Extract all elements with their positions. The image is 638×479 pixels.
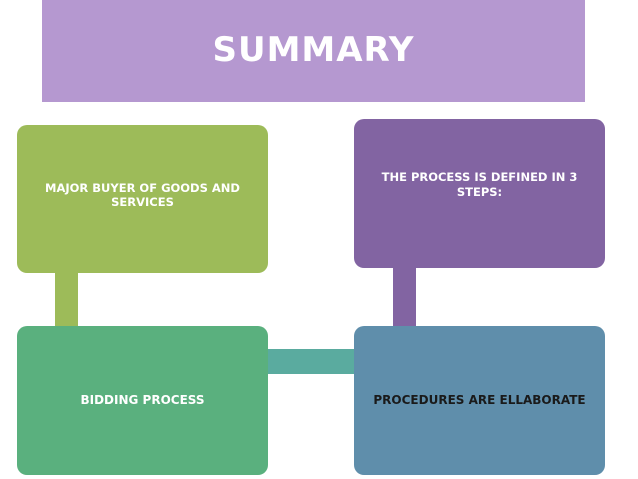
box-major-buyer-label: MAJOR BUYER OF GOODS AND SERVICES bbox=[45, 180, 240, 209]
connector-right bbox=[393, 268, 416, 326]
box-process-steps-label: THE PROCESS IS DEFINED IN 3 STEPS: bbox=[381, 170, 578, 199]
box-bidding-process: BIDDING PROCESS bbox=[17, 326, 268, 475]
connector-middle bbox=[268, 349, 354, 374]
box-bidding-process-label: BIDDING PROCESS bbox=[80, 393, 205, 407]
box-major-buyer: MAJOR BUYER OF GOODS AND SERVICES bbox=[17, 125, 268, 273]
box-process-steps: THE PROCESS IS DEFINED IN 3 STEPS: bbox=[354, 119, 605, 268]
box-procedures: PROCEDURES ARE ELLABORATE bbox=[354, 326, 605, 475]
slide-title: SUMMARY bbox=[212, 30, 415, 70]
connector-left bbox=[55, 273, 78, 326]
title-banner: SUMMARY bbox=[42, 0, 585, 102]
box-procedures-label: PROCEDURES ARE ELLABORATE bbox=[373, 393, 586, 407]
